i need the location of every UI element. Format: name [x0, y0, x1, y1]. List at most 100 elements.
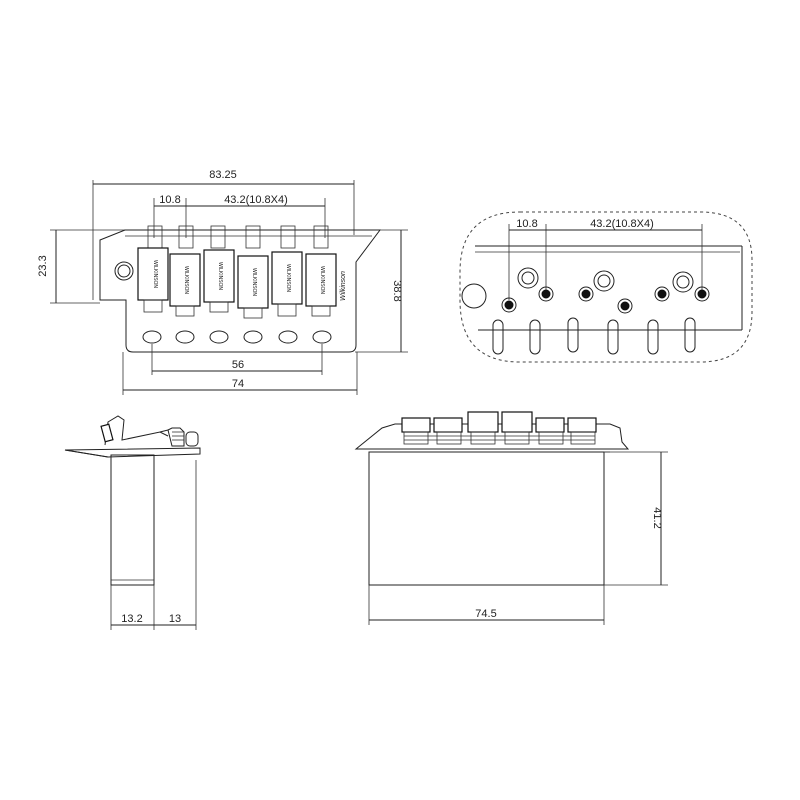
rear-block	[368, 451, 605, 586]
screw-span-label: 56	[232, 359, 244, 371]
screw-hole	[654, 286, 670, 302]
detail-span-label: 43.2(10.8X4)	[590, 218, 654, 230]
rear-saddle-thread	[570, 431, 596, 445]
detail-slots	[492, 317, 696, 355]
screw-hole-dot	[697, 289, 707, 299]
overall-width-label: 83.25	[209, 169, 237, 181]
saddle-tail	[209, 301, 229, 313]
saddle-body	[305, 253, 337, 307]
screw-hole	[694, 286, 710, 302]
saddle-screw	[147, 225, 163, 249]
saddle-tail	[175, 305, 195, 317]
base-plate	[99, 229, 381, 353]
string-hole	[312, 330, 332, 344]
slot	[684, 317, 696, 353]
saddle: WILKINSON	[237, 225, 269, 319]
slot	[529, 319, 541, 355]
pivot-post-inner	[597, 274, 611, 288]
rear-saddle-thread	[403, 431, 429, 445]
string-hole	[175, 330, 195, 344]
saddle-brand-text: WILKINSON	[251, 268, 257, 296]
detail-spacing-label: 10.8	[516, 218, 537, 230]
saddle-screw	[245, 225, 261, 249]
string-spacing-label: 10.8	[159, 194, 180, 206]
string-hole	[142, 330, 162, 344]
saddle-brand-text: WILKINSON	[285, 264, 291, 292]
side-screw-head	[185, 431, 199, 447]
rear-saddle	[401, 417, 431, 433]
detail-mount-hole	[461, 283, 487, 309]
rear-saddle	[535, 417, 565, 433]
saddle-group: WILKINSON WILKINSON WILKINSON WI	[137, 225, 337, 319]
saddle-screw	[178, 225, 194, 249]
saddle-body	[271, 251, 303, 305]
side-block	[110, 454, 155, 586]
screw-hole	[578, 286, 594, 302]
rear-saddle	[501, 411, 533, 433]
pivot-post-outer	[593, 270, 615, 292]
string-hole	[209, 330, 229, 344]
plate-width-label: 74	[232, 378, 244, 390]
detail-frame	[459, 211, 753, 363]
saddle-screw	[313, 225, 329, 249]
top-view: 83.25 10.8 43.2(10.8X4) 23.3 38.8	[37, 169, 408, 395]
pivot-post-outer	[672, 271, 694, 293]
saddle-brand-text: WILKINSON	[152, 260, 158, 288]
screw-hole	[501, 297, 517, 313]
slot	[567, 317, 579, 353]
saddle-tail	[143, 299, 163, 313]
screw-hole-dot	[620, 301, 630, 311]
screw-hole-dot	[504, 300, 514, 310]
rear-saddle-thread	[470, 431, 496, 445]
side-saddle	[104, 415, 169, 446]
rear-saddle-thread	[436, 431, 462, 445]
screw-hole	[617, 298, 633, 314]
slot	[492, 319, 504, 355]
slot	[647, 319, 659, 355]
span-label: 43.2(10.8X4)	[224, 194, 288, 206]
saddle-body	[137, 247, 169, 301]
rear-saddles	[401, 411, 597, 445]
rear-saddle-thread	[538, 431, 564, 445]
side-saddle-link	[159, 429, 169, 433]
side-saddle-screw	[100, 423, 114, 443]
saddle-tail	[243, 307, 263, 319]
detail-screw-holes	[501, 286, 710, 314]
saddle-brand-text: WILKINSON	[183, 266, 189, 294]
screw-hole-dot	[541, 289, 551, 299]
saddle-tail	[277, 303, 297, 317]
rear-saddle	[433, 417, 463, 433]
saddle: WILKINSON	[137, 225, 169, 313]
block-offset-label: 13	[169, 613, 181, 625]
block-depth-label: 13.2	[121, 613, 142, 625]
saddle-tail	[311, 305, 331, 317]
saddle: WILKINSON	[271, 225, 303, 317]
rear-view: 41.2 74.5	[354, 411, 668, 625]
pivot-post-inner	[676, 275, 690, 289]
bridge-brand-mark: Wilkinson	[340, 271, 347, 301]
rear-saddle	[567, 417, 597, 433]
mount-hole-outer	[114, 261, 134, 281]
block-height-label: 41.2	[651, 507, 663, 528]
screw-hole-dot	[657, 289, 667, 299]
string-hole	[278, 330, 298, 344]
height-full-label: 38.8	[391, 280, 403, 301]
string-hole	[243, 330, 263, 344]
block-width-label: 74.5	[475, 608, 496, 620]
saddle: WILKINSON	[203, 225, 235, 313]
rear-plate	[354, 423, 630, 450]
screw-hole-dot	[581, 289, 591, 299]
rear-saddle	[467, 411, 499, 433]
side-view: 13.2 13	[64, 415, 201, 630]
detail-view: 10.8 43.2(10.8X4)	[459, 211, 753, 363]
saddle-brand-text: WILKINSON	[319, 266, 325, 294]
saddle: WILKINSON	[305, 225, 337, 317]
pivot-post-outer	[517, 267, 539, 289]
saddle: WILKINSON	[169, 225, 201, 317]
height-short-label: 23.3	[37, 255, 49, 276]
mount-hole-inner	[117, 264, 131, 278]
screw-hole	[538, 286, 554, 302]
string-holes	[142, 330, 332, 344]
saddle-screw	[280, 225, 296, 249]
